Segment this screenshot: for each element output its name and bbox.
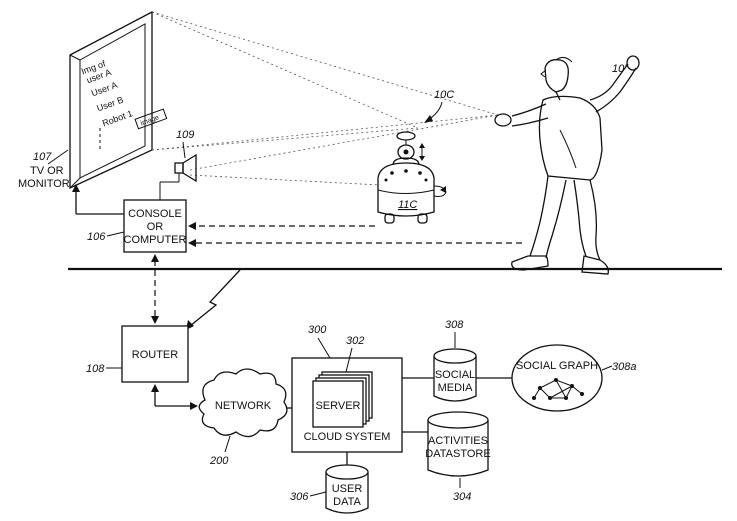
console-box: CONSOLE OR COMPUTER xyxy=(123,199,187,253)
console-line3: COMPUTER xyxy=(124,234,187,246)
wireless-signal xyxy=(189,269,241,327)
console-line1: CONSOLE xyxy=(128,208,182,220)
activities-datastore-cylinder: ACTIVITIES DATASTORE xyxy=(425,411,491,477)
social-graph-label: SOCIAL GRAPH xyxy=(516,360,598,372)
console-tv-link xyxy=(72,184,124,215)
projection-lines xyxy=(151,11,499,186)
cloud-system-label: CLOUD SYSTEM xyxy=(304,431,391,443)
social-media-line1: SOCIAL xyxy=(435,369,475,381)
speaker xyxy=(159,153,197,200)
network-label: NETWORK xyxy=(215,400,272,412)
tv-monitor: Img of user A User A User B Robot 1 imag… xyxy=(69,10,168,190)
user-data-line2: DATA xyxy=(333,496,361,508)
router-label: ROUTER xyxy=(132,349,179,361)
ref-11c: 11C xyxy=(398,199,417,211)
social-media-line2: MEDIA xyxy=(438,382,474,394)
ref-107: 107 xyxy=(33,151,52,163)
social-graph: SOCIAL GRAPH xyxy=(511,344,603,412)
graph-network-icon xyxy=(532,378,584,400)
ref-200: 200 xyxy=(209,455,229,467)
server-label: SERVER xyxy=(315,400,360,412)
tv-label-line2: MONITOR xyxy=(18,178,70,190)
ref-308a: 308a xyxy=(612,361,636,373)
server-stack: SERVER xyxy=(312,371,373,428)
ref-302: 302 xyxy=(346,335,364,347)
image-button[interactable] xyxy=(134,108,168,130)
router-network-link xyxy=(151,384,198,410)
console-line2: OR xyxy=(147,221,164,233)
screen-line-user-b: User B xyxy=(95,95,124,114)
ref-106: 106 xyxy=(87,231,106,243)
activities-line1: ACTIVITIES xyxy=(428,435,488,447)
tv-label-line1: TV OR xyxy=(30,165,64,177)
activities-line2: DATASTORE xyxy=(425,448,490,460)
ref-304: 304 xyxy=(453,491,471,503)
cloud-system-box: SERVER CLOUD SYSTEM xyxy=(291,357,403,453)
screen-line-robot-1: Robot 1 xyxy=(101,108,134,128)
social-media-cylinder: SOCIAL MEDIA xyxy=(433,348,477,402)
ref-300: 300 xyxy=(308,324,327,336)
router-box: ROUTER xyxy=(121,325,189,383)
robot-to-console-arrow xyxy=(188,222,375,230)
ref-108: 108 xyxy=(86,363,105,375)
ref-109: 109 xyxy=(176,129,194,141)
console-router-link xyxy=(151,254,159,324)
user-data-line1: USER xyxy=(332,483,363,495)
robot xyxy=(377,131,447,224)
user-figure xyxy=(494,55,640,275)
user-data-cylinder: USER DATA xyxy=(325,464,369,514)
network-cloud: NETWORK xyxy=(198,368,288,438)
tv-screen-content: Img of user A User A User B Robot 1 imag… xyxy=(80,58,168,130)
user-to-console-arrow xyxy=(188,239,522,247)
ref-308: 308 xyxy=(445,319,464,331)
ref-306: 306 xyxy=(290,491,309,503)
ref-10c: 10C xyxy=(434,89,454,101)
ref-10-prime: 10' xyxy=(612,63,627,75)
